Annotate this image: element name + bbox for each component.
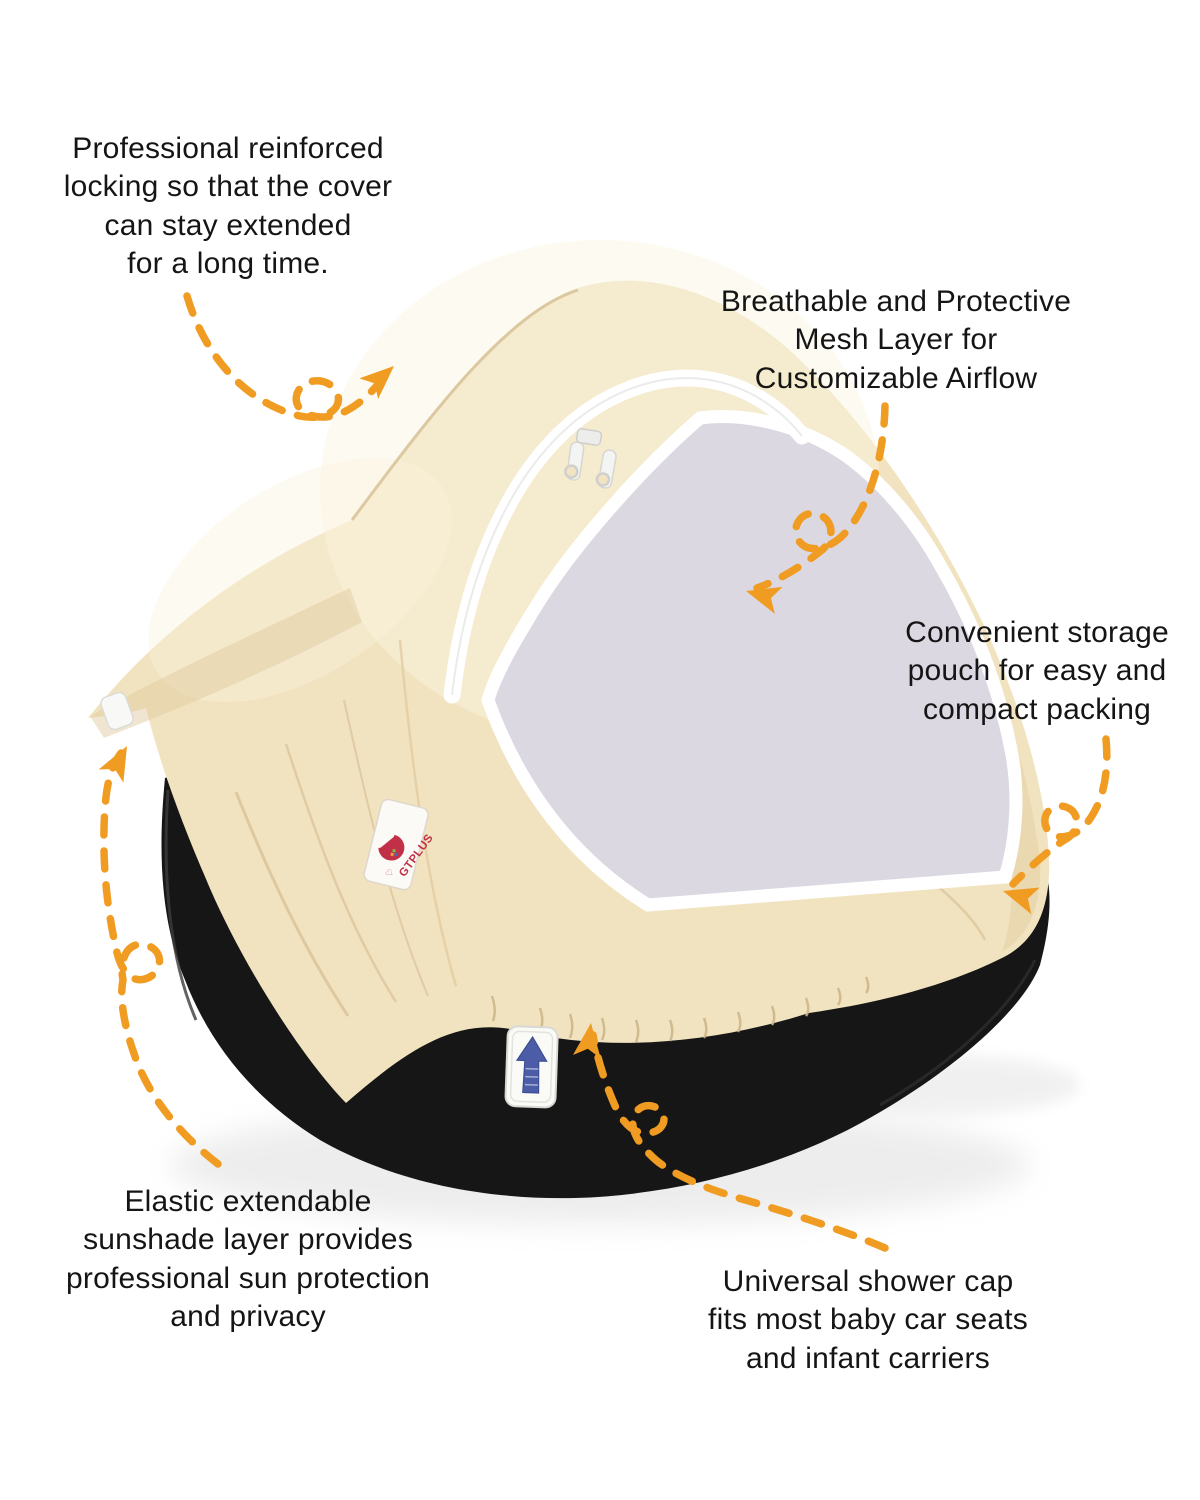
zipper-pulls-icon [564,428,617,489]
seat-direction-label [504,1025,559,1109]
arrow-sunshade [98,739,222,1168]
visor-clip [100,691,134,731]
up-arrow-icon [515,1035,548,1094]
arrow-locking [183,292,404,421]
arrow-mesh [742,402,889,614]
callout-reinforced-locking: Professional reinforced locking so that … [63,132,393,281]
arrow-fit [572,1021,889,1252]
callout-arrows [98,292,1111,1252]
arrow-pouch [998,735,1111,915]
callout-sunshade-layer: Elastic extendable sunshade layer provid… [66,1185,430,1334]
zipper [443,369,1016,905]
callout-mesh-layer: Breathable and Protective Mesh Layer for… [720,285,1072,395]
elastic-gathers [490,976,870,1043]
callout-universal-fit: Universal shower cap fits most baby car … [708,1265,1028,1375]
callout-storage-pouch: Convenient storage pouch for easy and co… [905,616,1169,726]
